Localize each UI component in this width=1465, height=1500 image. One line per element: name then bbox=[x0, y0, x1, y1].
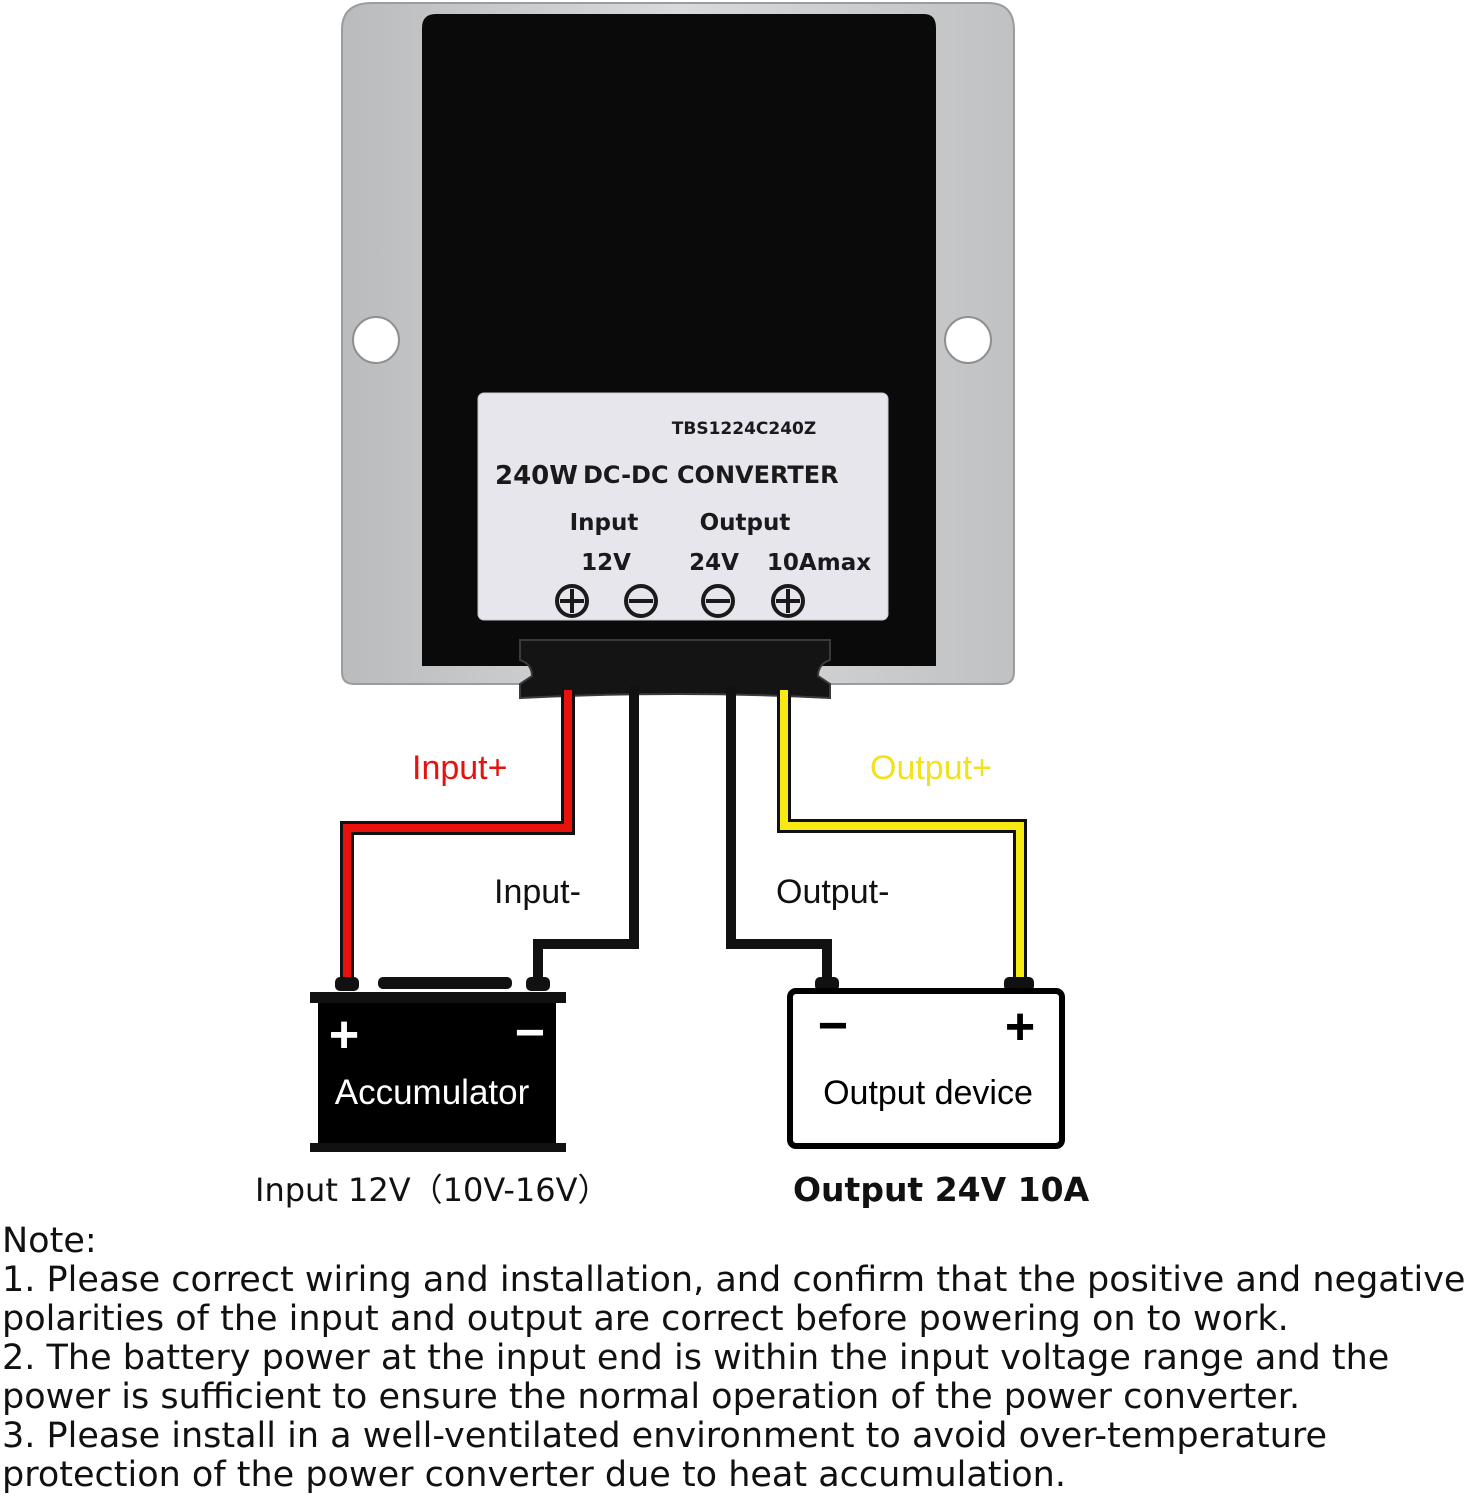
accumulator-base bbox=[310, 1143, 566, 1152]
output-device-terminal-plus bbox=[1004, 977, 1034, 991]
wire-output-minus bbox=[726, 686, 832, 980]
note-line: polarities of the input and output are c… bbox=[2, 1299, 1289, 1339]
terminal-input-plus-icon bbox=[555, 584, 589, 618]
converter-power: 240W bbox=[495, 461, 578, 491]
output-device-terminal-minus bbox=[815, 977, 839, 991]
accumulator-top-bar bbox=[378, 977, 512, 989]
accumulator-caption: Input 12V（10V-16V） bbox=[255, 1171, 610, 1209]
wire-input-minus bbox=[533, 686, 639, 980]
terminal-input-minus-icon bbox=[624, 584, 658, 618]
terminal-output-plus-icon bbox=[771, 584, 805, 618]
notes-section: Note: 1. Please correct wiring and insta… bbox=[2, 1221, 1465, 1495]
accumulator-terminal-plus bbox=[335, 977, 359, 991]
terminal-output-minus-icon bbox=[701, 584, 735, 618]
output-device-caption: Output 24V 10A bbox=[793, 1170, 1090, 1209]
wire-output-plus-core bbox=[780, 690, 1024, 980]
note-line: 1. Please correct wiring and installatio… bbox=[2, 1260, 1465, 1300]
accumulator-plus-sign: + bbox=[329, 1006, 359, 1064]
accumulator-name: Accumulator bbox=[335, 1073, 530, 1112]
note-line: power is sufficient to ensure the normal… bbox=[2, 1377, 1301, 1417]
converter-input-label: Input bbox=[570, 510, 639, 536]
note-line: 2. The battery power at the input end is… bbox=[2, 1338, 1390, 1378]
accumulator: + − Accumulator bbox=[310, 977, 566, 1152]
converter-output-voltage: 24V bbox=[689, 550, 739, 576]
wire-label-input-plus: Input+ bbox=[412, 749, 507, 787]
converter-title: DC-DC CONVERTER bbox=[583, 461, 839, 489]
wires bbox=[340, 686, 1027, 980]
accumulator-lid bbox=[310, 992, 566, 1003]
note-line: 3. Please install in a well-ventilated e… bbox=[2, 1416, 1328, 1456]
wiring-diagram: TBS1224C240Z 240W DC-DC CONVERTER Input … bbox=[255, 2, 1090, 1209]
output-device-body bbox=[787, 988, 1065, 1149]
converter-input-voltage: 12V bbox=[581, 550, 631, 576]
output-device-name: Output device bbox=[823, 1074, 1033, 1112]
wire-input-plus bbox=[340, 690, 575, 980]
accumulator-minus-sign: − bbox=[515, 1004, 545, 1062]
converter-label-plate bbox=[477, 392, 889, 621]
wire-input-plus-core bbox=[343, 690, 572, 980]
note-line: protection of the power converter due to… bbox=[2, 1455, 1066, 1495]
converter-model: TBS1224C240Z bbox=[672, 419, 816, 439]
wire-label-input-minus: Input- bbox=[494, 873, 581, 911]
wire-label-output-plus: Output+ bbox=[870, 749, 992, 787]
accumulator-body bbox=[318, 1003, 556, 1143]
accumulator-terminal-minus bbox=[526, 977, 550, 991]
output-device-minus-sign: − bbox=[818, 997, 848, 1055]
wire-label-output-minus: Output- bbox=[776, 873, 889, 911]
converter-output-current: 10Amax bbox=[767, 550, 871, 576]
output-device-plus-sign: + bbox=[1005, 998, 1035, 1056]
cable-grommet bbox=[519, 639, 831, 700]
output-device: − + Output device bbox=[787, 977, 1065, 1149]
converter: TBS1224C240Z 240W DC-DC CONVERTER Input … bbox=[341, 2, 1015, 700]
mounting-hole-left bbox=[352, 316, 400, 364]
mounting-hole-right bbox=[944, 316, 992, 364]
converter-output-label: Output bbox=[700, 510, 791, 536]
notes-heading: Note: bbox=[2, 1221, 97, 1261]
wire-output-plus bbox=[777, 690, 1027, 980]
